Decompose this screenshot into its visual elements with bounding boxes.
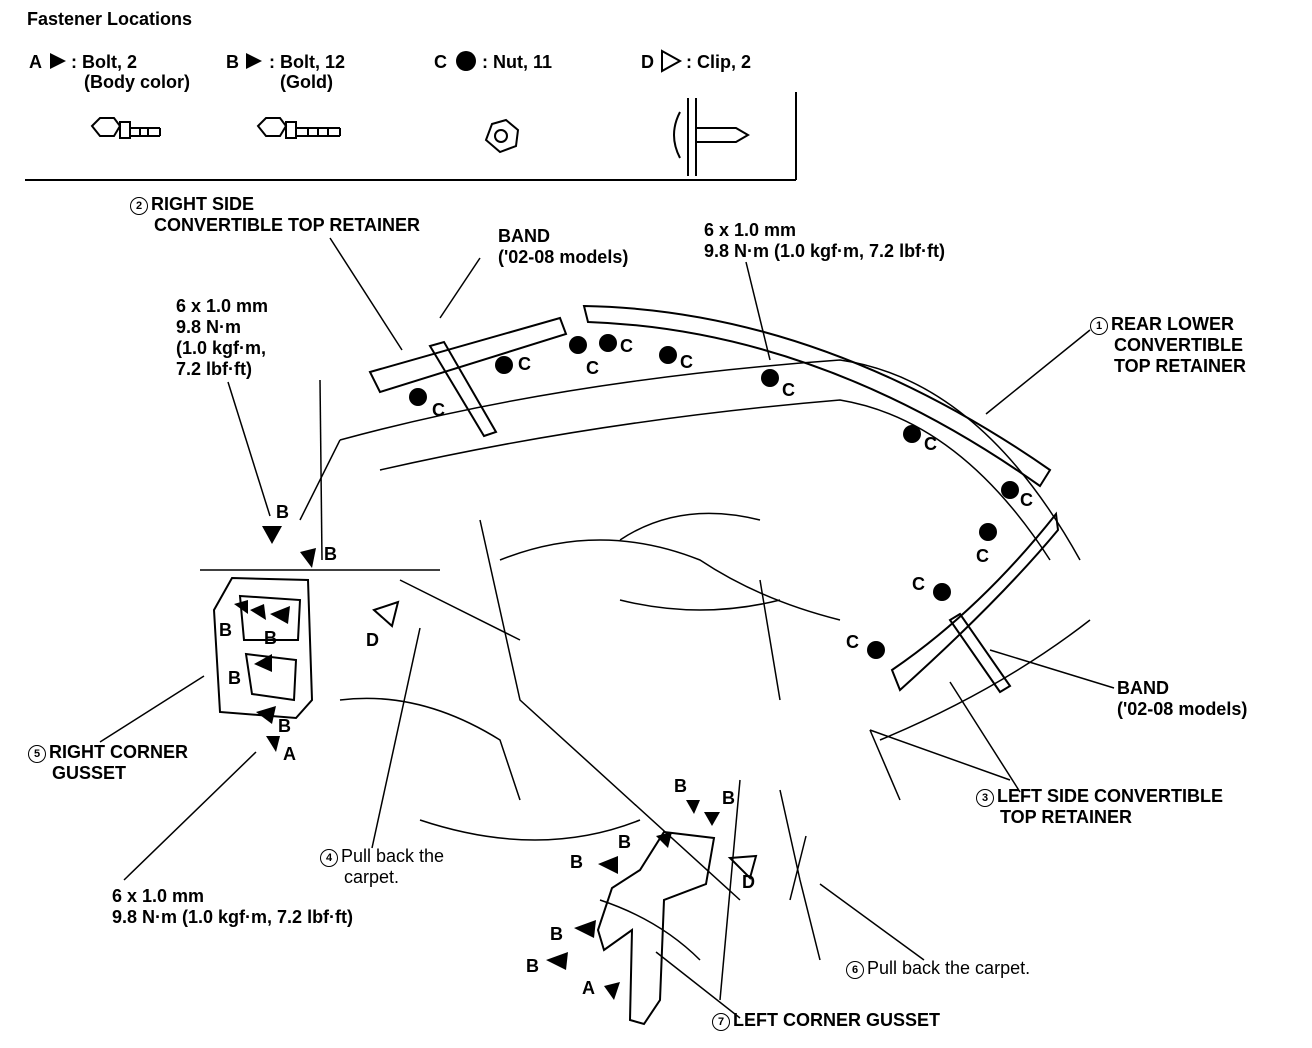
label-c: C <box>912 574 925 594</box>
legend-c-letter: C <box>434 52 447 72</box>
legend-a-label: : Bolt, 2 <box>71 52 137 72</box>
bolt-a-illustration <box>90 117 161 139</box>
bolt-b-markers <box>234 526 720 970</box>
label-b: B <box>228 668 241 688</box>
rear-lower-retainer-outline <box>368 304 1060 692</box>
callout-number-3: 3 <box>976 789 994 807</box>
label-b: B <box>618 832 631 852</box>
label-c: C <box>586 358 599 378</box>
label-b: B <box>219 620 232 640</box>
body-structure-outline <box>200 359 1091 1001</box>
label-d: D <box>366 630 379 650</box>
label-c: C <box>1020 490 1033 510</box>
label-c: C <box>924 434 937 454</box>
clip-d-markers <box>372 600 758 880</box>
label-b: B <box>526 956 539 976</box>
legend-d-letter: D <box>641 52 654 72</box>
label-b: B <box>570 852 583 872</box>
label-c: C <box>680 352 693 372</box>
callout-band-right: BAND ('02-08 models) <box>1117 678 1248 719</box>
bolt-b-illustration <box>256 117 341 139</box>
label-b: B <box>722 788 735 808</box>
callout-band-top: BAND ('02-08 models) <box>498 226 629 267</box>
legend-b-label: : Bolt, 12 <box>269 52 346 72</box>
label-c: C <box>976 546 989 566</box>
legend-d-label: : Clip, 2 <box>686 52 752 72</box>
legend-a-note: (Body color) <box>84 72 190 92</box>
label-b: B <box>264 628 277 648</box>
label-c: C <box>782 380 795 400</box>
label-c: C <box>620 336 633 356</box>
nut-c-markers <box>409 334 1019 659</box>
label-b: B <box>674 776 687 796</box>
label-b: B <box>278 716 291 736</box>
legend-a-letter: A <box>29 52 42 72</box>
label-b: B <box>276 502 289 522</box>
legend-b-letter: B <box>226 52 239 72</box>
callout-torque-left: 6 x 1.0 mm 9.8 N·m (1.0 kgf·m, 7.2 lbf·f… <box>176 296 269 379</box>
label-a: A <box>283 744 296 764</box>
callout-torque-top: 6 x 1.0 mm 9.8 N·m (1.0 kgf·m, 7.2 lbf·f… <box>704 220 946 261</box>
right-corner-gusset-outline <box>212 576 314 720</box>
label-c: C <box>432 400 445 420</box>
callout-number-6: 6 <box>846 961 864 979</box>
fastener-locations-title: Fastener Locations <box>27 9 193 29</box>
nut-c-illustration <box>484 118 520 154</box>
legend-symbols <box>50 49 683 73</box>
label-a: A <box>582 978 595 998</box>
callout-number-2: 2 <box>130 197 148 215</box>
callout-number-5: 5 <box>28 745 46 763</box>
label-b: B <box>550 924 563 944</box>
label-d: D <box>742 872 755 892</box>
callout-number-7: 7 <box>712 1013 730 1031</box>
label-c: C <box>846 632 859 652</box>
callout-number-1: 1 <box>1090 317 1108 335</box>
label-c: C <box>518 354 531 374</box>
leader-lines <box>99 237 1115 1019</box>
band-outlines <box>428 340 1012 694</box>
bolt-a-markers <box>266 736 620 1000</box>
left-corner-gusset-outline <box>596 830 716 1026</box>
label-b: B <box>324 544 337 564</box>
legend-c-label: : Nut, 11 <box>482 52 553 72</box>
clip-d-illustration <box>673 98 750 176</box>
callout-number-4: 4 <box>320 849 338 867</box>
legend-b-note: (Gold) <box>280 72 333 92</box>
callout-torque-bottom: 6 x 1.0 mm 9.8 N·m (1.0 kgf·m, 7.2 lbf·f… <box>112 886 354 927</box>
